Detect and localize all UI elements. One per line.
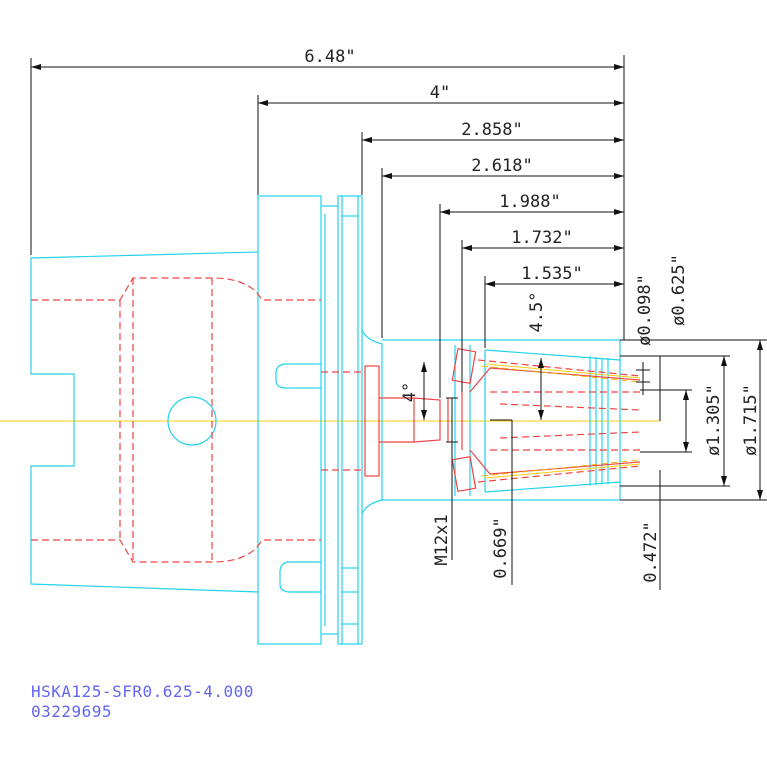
hidden-lines	[31, 277, 641, 563]
dim-2858: 2.858"	[461, 120, 522, 140]
part-number: HSKA125-SFR0.625-4.000	[31, 682, 254, 701]
dim-dia-1305: ø1.305"	[704, 384, 724, 456]
part-caption: HSKA125-SFR0.625-4.000 03229695	[31, 682, 254, 722]
dim-2618: 2.618"	[471, 156, 532, 176]
dim-dia-0625: ø0.625"	[669, 254, 689, 326]
dim-len-0669: 0.669"	[491, 517, 511, 578]
dim-small-angle: 4°	[400, 382, 420, 402]
dim-dia-0098: ø0.098"	[635, 274, 655, 346]
dim-1732: 1.732"	[511, 228, 572, 248]
dim-dia-1715: ø1.715"	[741, 384, 761, 456]
article-number: 03229695	[31, 702, 113, 721]
dim-1988: 1.988"	[499, 192, 560, 212]
dim-overall-length: 6.48"	[304, 47, 355, 67]
dim-taper-angle: 4.5°	[527, 292, 547, 333]
dim-thread: M12x1	[432, 514, 452, 565]
dim-gauge-length: 4"	[430, 83, 450, 103]
dimension-lines	[30, 55, 767, 590]
dim-1535: 1.535"	[521, 264, 582, 284]
dim-len-0472: 0.472"	[641, 521, 661, 582]
